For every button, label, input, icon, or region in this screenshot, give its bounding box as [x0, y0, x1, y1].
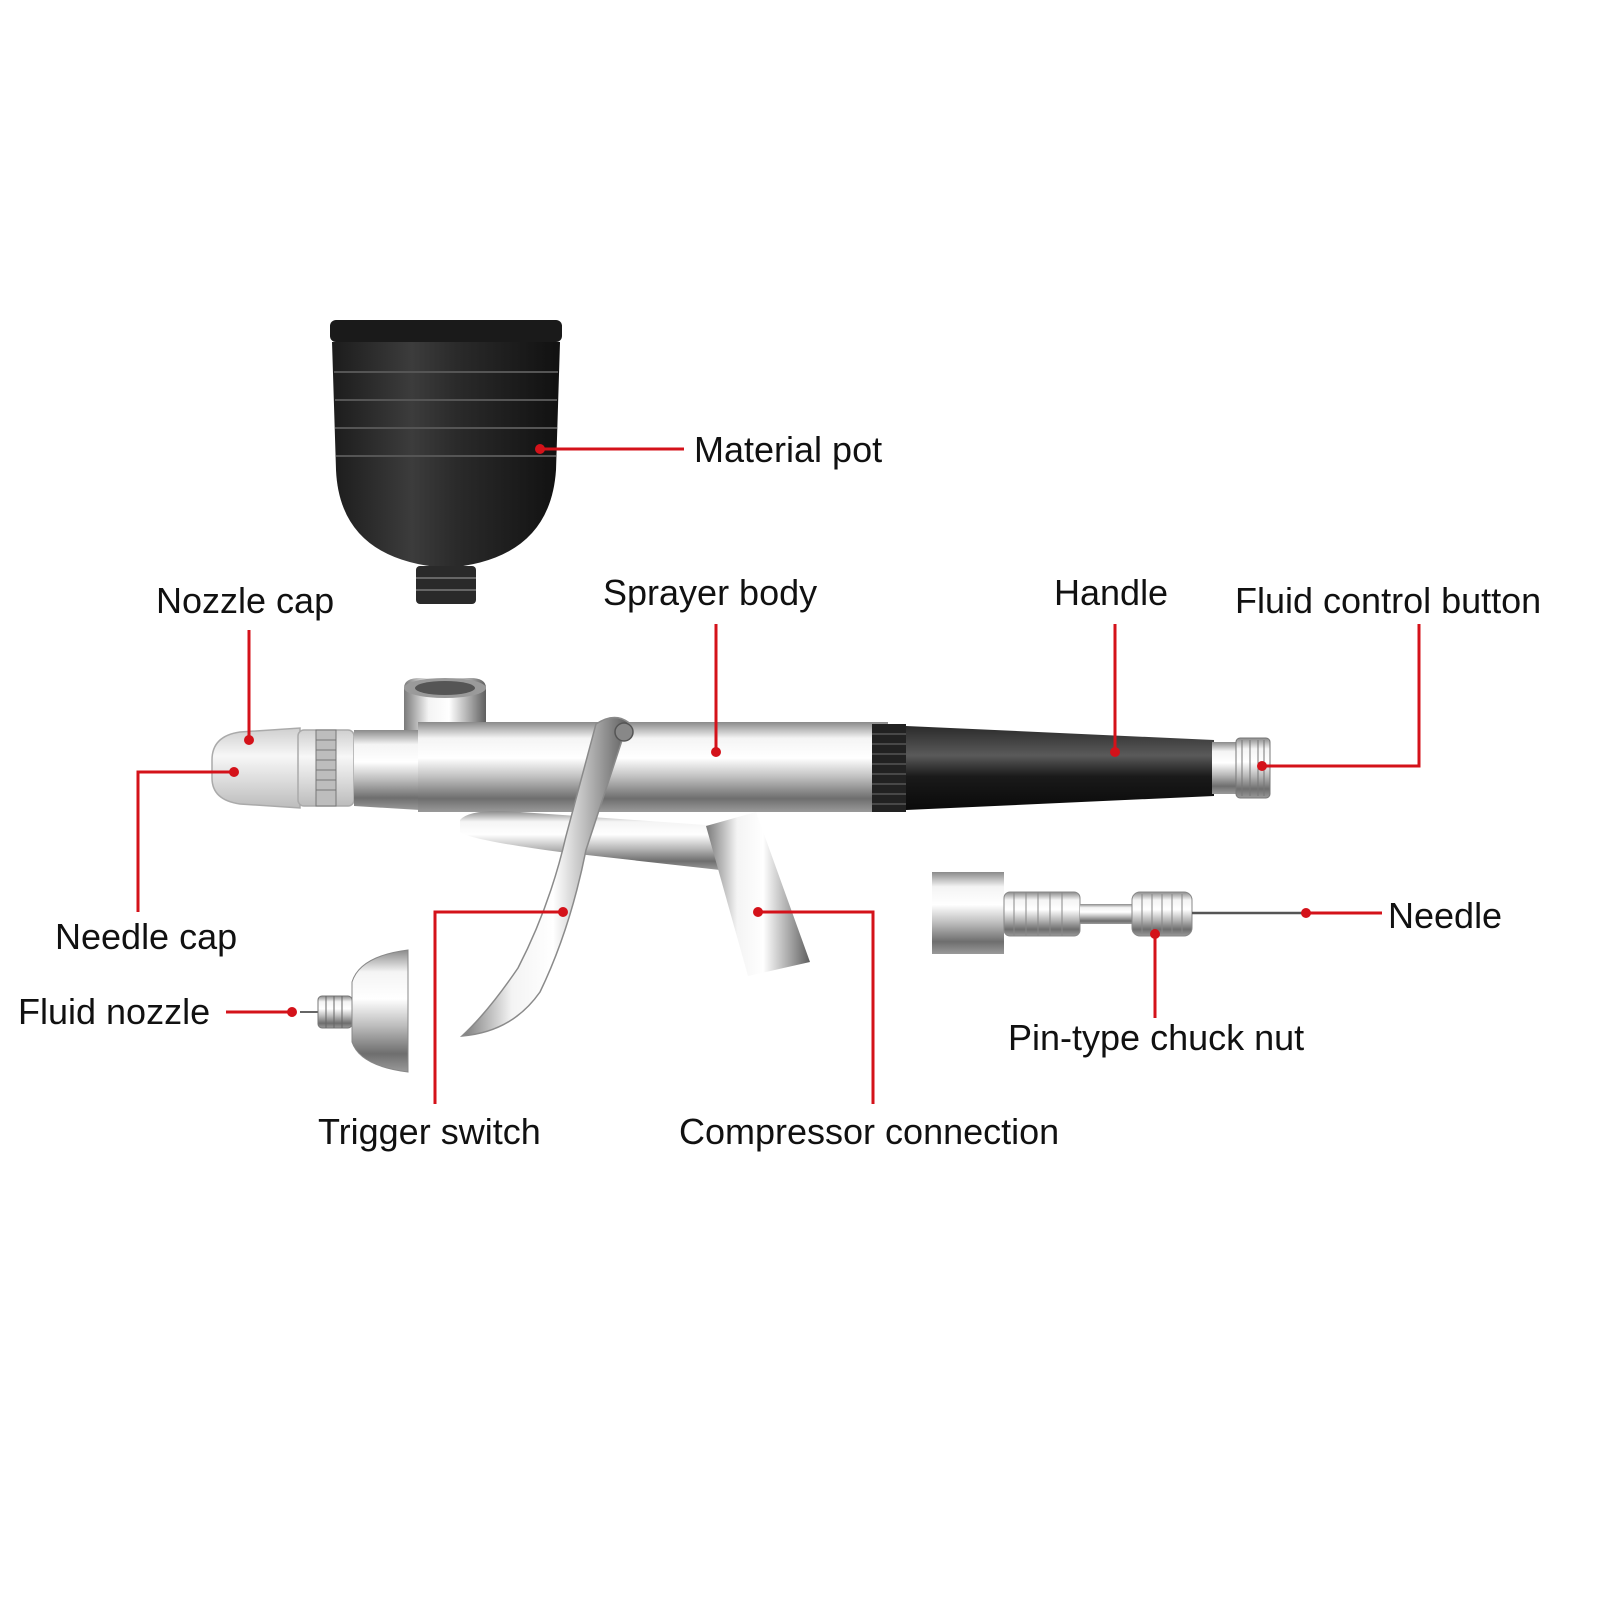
label-fluid-nozzle: Fluid nozzle: [18, 991, 211, 1032]
leader-dot: [1301, 908, 1311, 918]
airbrush: [211, 678, 1271, 1037]
leader-dot: [1150, 929, 1160, 939]
label-needle-cap: Needle cap: [55, 916, 238, 957]
leader-dot: [711, 747, 721, 757]
pot-thread: [416, 566, 476, 604]
leader-dot: [229, 767, 239, 777]
main-body-tube: [418, 722, 888, 812]
label-fluid-control-button: Fluid control button: [1235, 580, 1542, 621]
leader-compressor-connection: [758, 910, 875, 1104]
label-compressor-connection: Compressor connection: [679, 1111, 1060, 1152]
label-trigger-switch: Trigger switch: [318, 1111, 541, 1152]
leader-dot: [558, 907, 568, 917]
nozzle-cap-shape: [211, 727, 301, 809]
label-needle: Needle: [1388, 895, 1503, 936]
leader-dot: [1110, 747, 1120, 757]
needle-holder: [932, 872, 1004, 954]
front-barrel: [354, 730, 420, 810]
leader-dot: [287, 1007, 297, 1017]
needle-assembly: [932, 872, 1306, 954]
label-sprayer-body: Sprayer body: [603, 572, 818, 613]
fluid-nozzle: [300, 949, 409, 1073]
leader-dot: [753, 907, 763, 917]
leader-needle-cap: [136, 770, 234, 912]
pot-lid-rim: [330, 320, 562, 342]
leader-fluid-control-button: [1262, 624, 1421, 768]
label-nozzle-cap: Nozzle cap: [156, 580, 335, 621]
leader-dot: [244, 735, 254, 745]
handle-shape: [906, 726, 1214, 810]
fluid-control-button-shape: [1235, 737, 1271, 799]
leader-lines: [136, 447, 1421, 1104]
leader-endpoints: [229, 444, 1311, 1017]
leader-dot: [1257, 761, 1267, 771]
trigger-switch-shape: [459, 716, 629, 1037]
leader-dot: [535, 444, 545, 454]
material-pot: [330, 320, 562, 604]
trigger-guard: [460, 811, 720, 870]
compressor-connection-shape: [706, 812, 810, 976]
label-material-pot: Material pot: [694, 429, 883, 470]
label-handle: Handle: [1054, 572, 1169, 613]
leader-trigger-switch: [433, 910, 563, 1104]
label-pin-type-chuck-nut: Pin-type chuck nut: [1008, 1017, 1305, 1058]
